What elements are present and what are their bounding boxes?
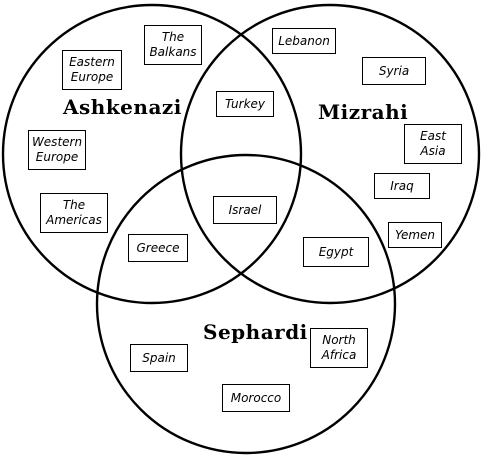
region-israel: Israel xyxy=(213,196,277,224)
region-the-americas: The Americas xyxy=(40,193,108,233)
region-morocco: Morocco xyxy=(222,384,290,412)
region-yemen: Yemen xyxy=(388,222,442,248)
region-western-europe: Western Europe xyxy=(28,130,86,170)
region-spain: Spain xyxy=(130,344,188,372)
region-iraq: Iraq xyxy=(374,173,430,199)
ashkenazi-label: Ashkenazi xyxy=(63,95,182,119)
region-lebanon: Lebanon xyxy=(272,28,336,54)
region-eastern-europe: Eastern Europe xyxy=(62,50,122,90)
ashkenazi-circle xyxy=(1,3,303,305)
region-north-africa: North Africa xyxy=(310,328,368,368)
region-the-balkans: The Balkans xyxy=(144,25,202,65)
mizrahi-circle xyxy=(179,3,481,305)
sephardi-label: Sephardi xyxy=(203,320,308,344)
region-greece: Greece xyxy=(128,234,188,262)
region-turkey: Turkey xyxy=(216,91,274,117)
region-east-asia: East Asia xyxy=(404,124,462,164)
sephardi-circle xyxy=(95,153,397,455)
region-syria: Syria xyxy=(362,57,426,85)
mizrahi-label: Mizrahi xyxy=(318,100,409,124)
region-egypt: Egypt xyxy=(303,237,369,267)
